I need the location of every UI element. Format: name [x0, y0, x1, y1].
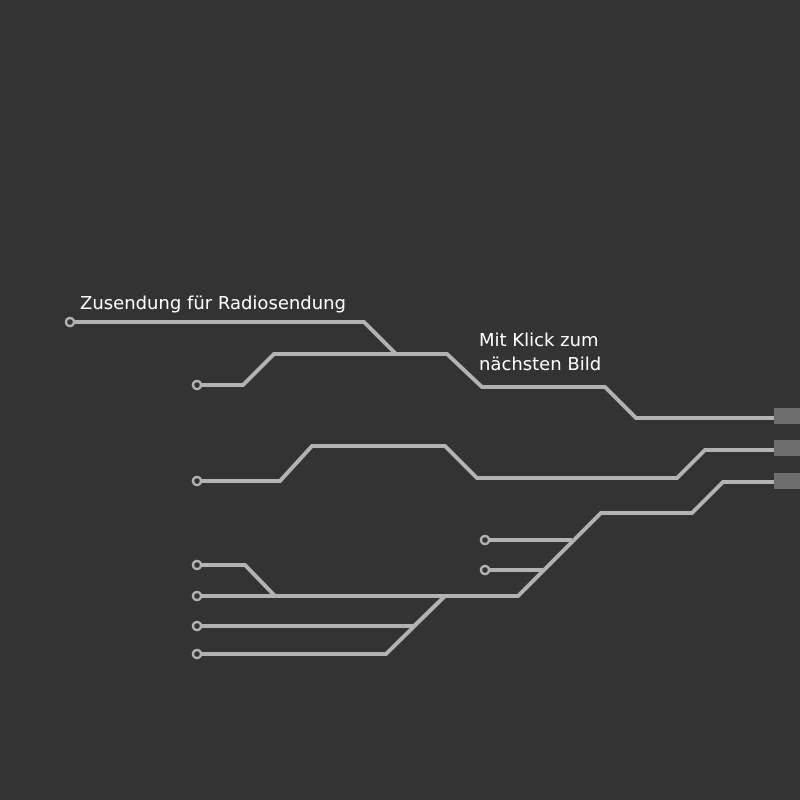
node-9[interactable] [479, 564, 491, 576]
next-image-label-line-1: Mit Klick zum [479, 330, 599, 351]
node-7[interactable] [191, 648, 203, 660]
trace-1 [75, 320, 398, 356]
node-8[interactable] [479, 534, 491, 546]
radio-delivery-label[interactable]: Zusendung für Radiosendung [80, 293, 346, 314]
trace-2 [202, 352, 776, 420]
connector-pad-2[interactable] [774, 440, 800, 456]
node-2[interactable] [191, 379, 203, 391]
node-4[interactable] [191, 559, 203, 571]
connector-pad-1[interactable] [774, 408, 800, 424]
next-image-label-line-2: nächsten Bild [479, 354, 602, 375]
node-5[interactable] [191, 590, 203, 602]
trace-6 [202, 594, 447, 628]
node-6[interactable] [191, 620, 203, 632]
next-image-label[interactable]: Mit Klick zum nächsten Bild [479, 329, 601, 377]
node-1[interactable] [64, 316, 76, 328]
connector-pad-3[interactable] [774, 473, 800, 489]
node-3[interactable] [191, 475, 203, 487]
trace-7 [202, 594, 447, 656]
trace-4 [202, 480, 776, 598]
trace-3 [202, 444, 776, 483]
